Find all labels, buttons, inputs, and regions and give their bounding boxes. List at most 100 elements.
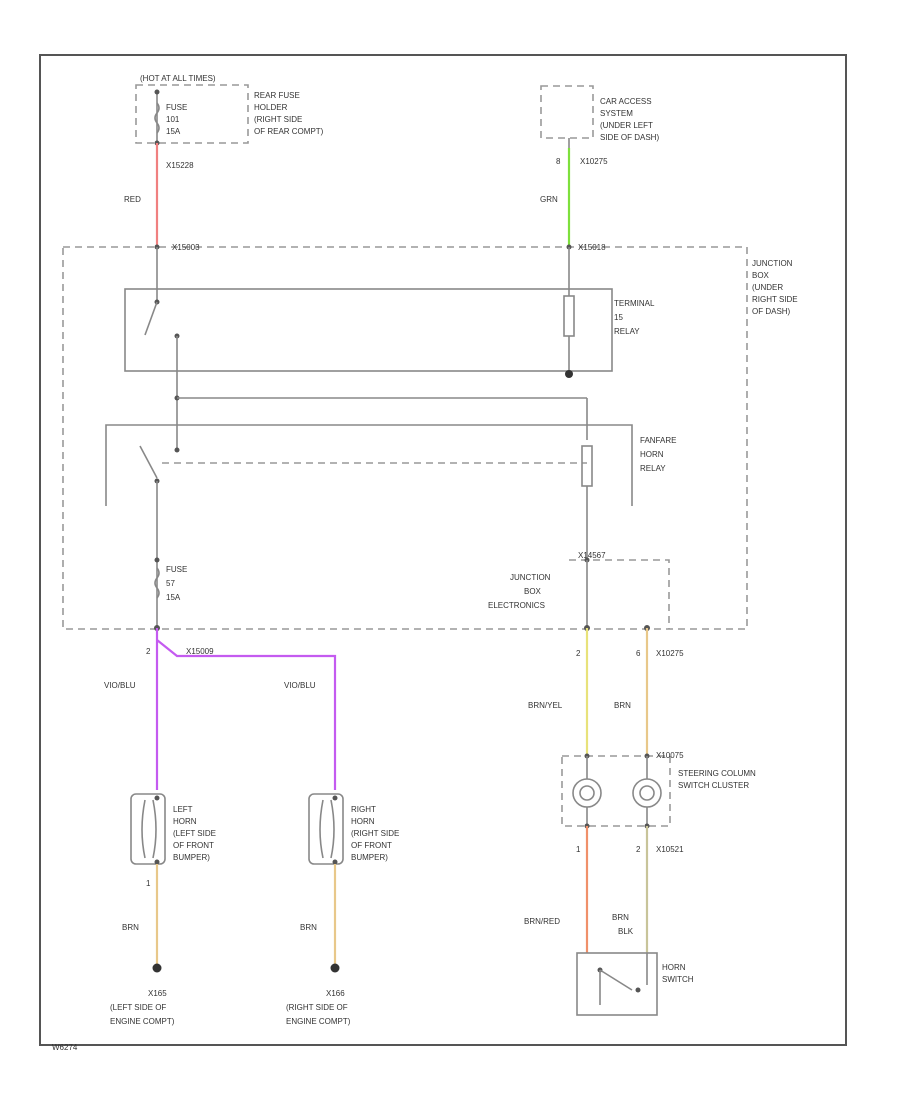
brn-right-label: BRN	[300, 923, 317, 932]
left-horn-label-5: BUMPER)	[173, 853, 210, 862]
left-horn-label-3: (LEFT SIDE	[173, 829, 216, 838]
vio-blu-wire-right	[156, 639, 337, 790]
connector-x10275b: X10275	[656, 649, 684, 658]
fanfare-relay-label-1: FANFARE	[640, 436, 676, 445]
pin-8: 8	[556, 157, 561, 166]
horn-switch-lever	[599, 969, 633, 991]
fuse-101-label-2: 101	[166, 115, 180, 124]
fuse-57-icon	[154, 567, 160, 599]
connector-x15018: X15018	[578, 243, 606, 252]
terminal-relay-label-1: TERMINAL	[614, 299, 655, 308]
diagram-id: W6274	[52, 1043, 78, 1052]
right-ground-icon	[330, 963, 340, 973]
connector-x10075: X10075	[656, 751, 684, 760]
car-access-label-1: CAR ACCESS	[600, 97, 652, 106]
rear-fuse-holder-label-4: OF REAR COMPT)	[254, 127, 324, 136]
connector-x14567: X14567	[578, 551, 606, 560]
fanfare-relay-label-2: HORN	[640, 450, 664, 459]
left-horn-bell-icon	[141, 799, 157, 859]
grn-wire-label: GRN	[540, 195, 558, 204]
left-ground-icon	[152, 963, 162, 973]
jbe-label-3: ELECTRONICS	[488, 601, 545, 610]
junction-box-label-4: RIGHT SIDE	[752, 295, 798, 304]
left-horn-terminal-top	[154, 795, 160, 801]
terminal-relay-switch	[144, 301, 158, 336]
right-horn-label-2: HORN	[351, 817, 375, 826]
terminal-15-relay-box	[124, 288, 613, 372]
fuse-57-terminal-top	[154, 557, 160, 563]
steering-column-switch-cluster-box	[561, 755, 671, 827]
fuse-57-label-3: 15A	[166, 593, 181, 602]
left-horn-terminal-bottom	[154, 859, 160, 865]
clock-spring-inner-icon-2	[639, 785, 655, 801]
rear-fuse-holder-box	[135, 84, 249, 144]
pin-1-left-horn: 1	[146, 879, 151, 888]
junction-box-label-5: OF DASH)	[752, 307, 791, 316]
horn-switch-contact-2	[635, 987, 641, 993]
left-horn-label-1: LEFT	[173, 805, 193, 814]
car-access-system-box	[540, 85, 594, 139]
pin-2-violet: 2	[146, 647, 151, 656]
fuse-57-label-2: 57	[166, 579, 175, 588]
fanfare-relay-switch	[139, 445, 158, 479]
fuse-101-label-1: FUSE	[166, 103, 187, 112]
rear-fuse-holder-label-1: REAR FUSE	[254, 91, 300, 100]
steering-label-2: SWITCH CLUSTER	[678, 781, 749, 790]
connector-x15009: X15009	[186, 647, 214, 656]
diagram-frame	[39, 54, 847, 1046]
connector-x15003: X15003	[172, 243, 200, 252]
jbe-label-2: BOX	[524, 587, 542, 596]
brn-left-label: BRN	[122, 923, 139, 932]
right-horn-icon	[308, 793, 344, 865]
clock-spring-icon-2	[632, 778, 662, 808]
brn-red-label: BRN/RED	[524, 917, 560, 926]
horn-switch-label-1: HORN	[662, 963, 686, 972]
right-horn-bell-icon	[319, 799, 335, 859]
terminal-relay-label-3: RELAY	[614, 327, 640, 336]
left-ground-label-2: (LEFT SIDE OF	[110, 1003, 166, 1012]
jbe-label-1: JUNCTION	[510, 573, 551, 582]
terminal-relay-coil	[563, 295, 575, 337]
left-horn-label-4: OF FRONT	[173, 841, 214, 850]
right-ground-label-2: (RIGHT SIDE OF	[286, 1003, 348, 1012]
junction-box-electronics-box	[569, 559, 670, 629]
vio-blu-left-label: VIO/BLU	[104, 681, 136, 690]
left-ground-label-3: ENGINE COMPT)	[110, 1017, 175, 1026]
fanfare-switch-contact	[174, 447, 180, 453]
rear-fuse-holder-label-2: HOLDER	[254, 103, 288, 112]
pin-6-brn: 6	[636, 649, 641, 658]
hot-at-all-times-label: (HOT AT ALL TIMES)	[140, 74, 216, 83]
junction-box-label-1: JUNCTION	[752, 259, 793, 268]
vio-blu-right-label: VIO/BLU	[284, 681, 316, 690]
terminal-relay-ground-icon	[565, 370, 573, 378]
left-horn-label-2: HORN	[173, 817, 197, 826]
steering-label-1: STEERING COLUMN	[678, 769, 756, 778]
right-horn-label-5: BUMPER)	[351, 853, 388, 862]
right-horn-terminal-top	[332, 795, 338, 801]
right-ground-label-3: ENGINE COMPT)	[286, 1017, 351, 1026]
connector-x15228: X15228	[166, 161, 194, 170]
right-horn-label-3: (RIGHT SIDE	[351, 829, 399, 838]
red-wire-label: RED	[124, 195, 141, 204]
pin-2-brnyel: 2	[576, 649, 581, 658]
terminal-relay-label-2: 15	[614, 313, 623, 322]
car-access-label-4: SIDE OF DASH)	[600, 133, 659, 142]
fanfare-horn-relay-box	[105, 424, 633, 506]
junction-box-label-3: (UNDER	[752, 283, 783, 292]
car-access-label-3: (UNDER LEFT	[600, 121, 653, 130]
car-access-label-2: SYSTEM	[600, 109, 633, 118]
connector-x10275: X10275	[580, 157, 608, 166]
fuse-101-icon	[154, 102, 160, 134]
junction-box-outline	[62, 246, 748, 630]
brn-blk-label-2: BLK	[618, 927, 634, 936]
junction-box-label-2: BOX	[752, 271, 770, 280]
right-horn-label-1: RIGHT	[351, 805, 376, 814]
fuse-57-label-1: FUSE	[166, 565, 187, 574]
pin-2-brnblk: 2	[636, 845, 641, 854]
fanfare-relay-label-3: RELAY	[640, 464, 666, 473]
right-horn-terminal-bottom	[332, 859, 338, 865]
connector-x10521: X10521	[656, 845, 684, 854]
pin-1-brnred: 1	[576, 845, 581, 854]
brn-yel-label: BRN/YEL	[528, 701, 563, 710]
